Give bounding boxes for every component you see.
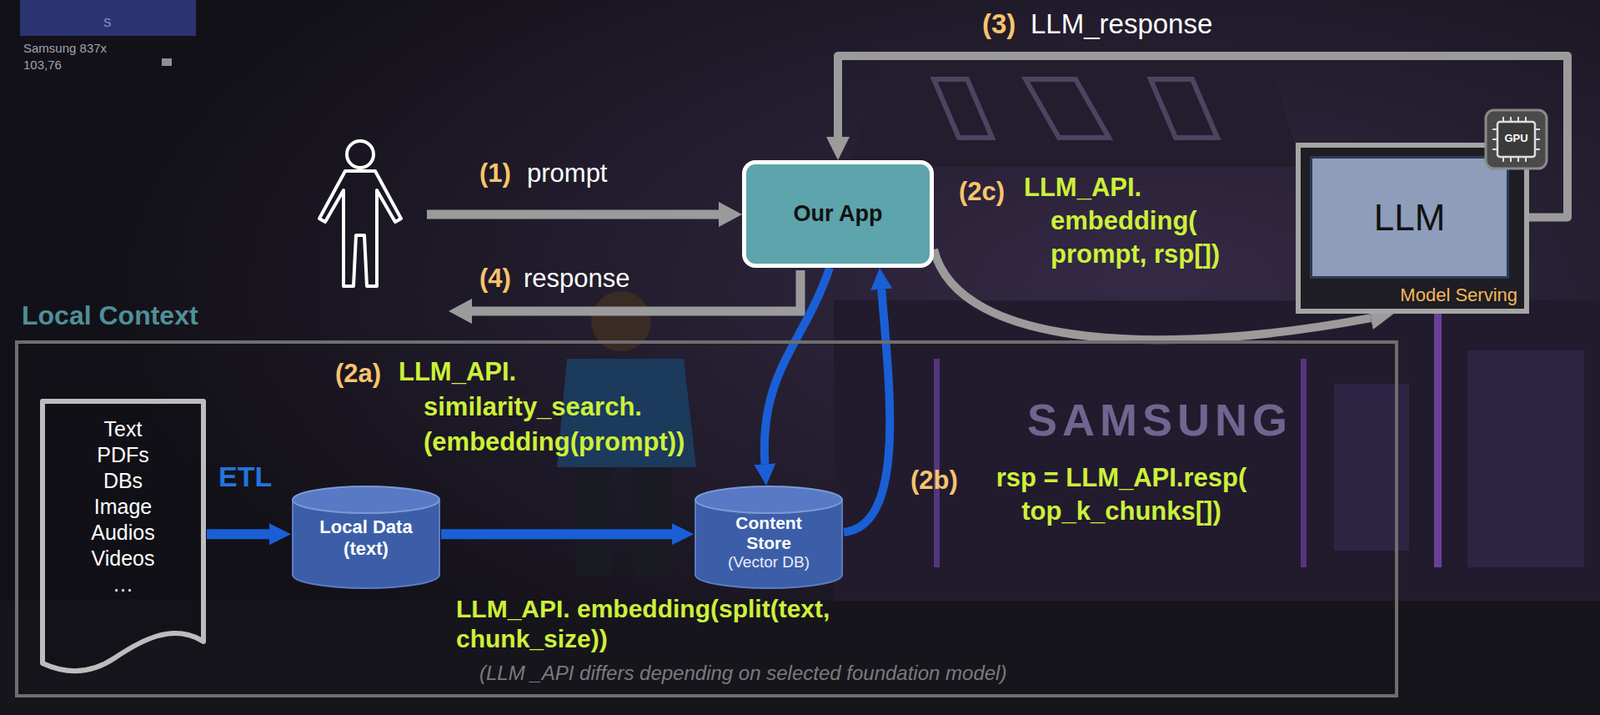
callout-number: (3) — [982, 8, 1016, 41]
callout-number: (2c) — [958, 176, 1005, 207]
label-holder: Samsung 837x — [23, 40, 107, 56]
avatar-leg — [633, 466, 672, 576]
connector-arrow — [441, 528, 673, 539]
cylinder-top — [292, 486, 440, 513]
edge-label: LLM_API. similarity_search. (embedding(p… — [398, 354, 716, 460]
cylinder-top — [695, 486, 843, 513]
neon-logo — [933, 79, 993, 138]
neon-strip — [1300, 358, 1307, 567]
database-cylinder: Content Store(Vector DB) — [693, 484, 844, 590]
edge-label: LLM_response — [1030, 8, 1213, 41]
document-list: Text PDFs DBs Image Audios Videos … — [87, 416, 160, 597]
region-heading: Local Context — [21, 300, 199, 332]
box-title: LLM — [1374, 196, 1446, 239]
database-subtitle: (Vector DB) — [727, 552, 810, 572]
box-title: Our App — [793, 200, 883, 227]
corner-letter: S — [103, 15, 111, 30]
label-holder: prompt — [526, 158, 607, 189]
document-shape: Text PDFs DBs Image Audios Videos … — [39, 397, 207, 674]
connector-arrow — [843, 289, 890, 532]
label-holder: LLM_API. similarity_search. (embedding(p… — [398, 354, 716, 460]
coordinates: 103,76 — [23, 57, 62, 72]
gpu-chip — [1497, 121, 1535, 157]
connector-arrow — [764, 267, 830, 464]
database-title: Local Data (text) — [315, 516, 417, 560]
label-holder: SAMSUNG — [1027, 393, 1293, 446]
chip-label: GPU — [1497, 131, 1535, 145]
building-upper — [850, 50, 1301, 167]
status-icon — [161, 58, 172, 66]
label-holder: 103,76 — [23, 57, 62, 72]
context-region: Local ContextText PDFs DBs Image Audios … — [15, 340, 1399, 698]
sign-text: SAMSUNG — [1027, 393, 1293, 446]
label-holder: GPU — [1497, 131, 1535, 145]
flow-label: response — [523, 263, 631, 294]
document-outline-path — [42, 401, 204, 671]
edge-label: LLM_API. embedding(split(text, chunk_siz… — [456, 593, 923, 654]
database-title: Content Store — [722, 512, 815, 553]
avatar-leg — [575, 466, 613, 576]
label-holder: (3) — [982, 8, 1016, 41]
top-panel — [20, 0, 196, 36]
response-arrow — [470, 270, 801, 311]
building-lower — [833, 300, 1600, 601]
label-holder: LLM_API. embedding(split(text, chunk_siz… — [456, 593, 923, 654]
building-window — [1467, 350, 1585, 567]
label-holder: LLM_API. embedding( prompt, rsp[]) — [1023, 170, 1274, 271]
label-holder: (4) — [479, 263, 512, 294]
avatar-shirt — [556, 358, 697, 467]
callout-number: (2a) — [335, 358, 382, 389]
flow-label: prompt — [526, 158, 607, 189]
gpu-icon — [1485, 110, 1547, 169]
label-holder: (2b) — [910, 465, 958, 496]
person-body — [319, 170, 402, 286]
scene-ground — [0, 600, 1600, 715]
model-serving-frame: Model Serving LLM — [1295, 142, 1530, 314]
prompt-arrowhead — [718, 201, 743, 227]
gpu-pins — [1492, 116, 1540, 162]
label-holder: (2a) — [335, 358, 382, 389]
neon-strip — [933, 358, 940, 567]
neon-logo — [1025, 79, 1109, 138]
database-cylinder: Local Data (text) — [290, 484, 442, 590]
person-head — [346, 140, 374, 168]
label-holder: ETL — [218, 460, 272, 493]
callout-number: (1) — [479, 158, 512, 189]
edge-label: rsp = LLM_API.resp( top_k_chunks[]) — [983, 461, 1259, 528]
label-holder: (LLM _API differs depending on selected … — [479, 661, 1007, 685]
text-holder: Local Context — [21, 300, 199, 332]
label-holder: S — [103, 15, 111, 30]
text-holder: Model Serving — [1399, 284, 1518, 306]
edge-label: ETL — [218, 460, 272, 493]
response-arrowhead — [448, 298, 472, 324]
frame-caption: Model Serving — [1399, 284, 1518, 306]
app-box: Our App — [742, 160, 934, 268]
neon-logo — [1150, 79, 1218, 138]
callout-number: (4) — [479, 263, 512, 294]
label-holder: (2c) — [958, 176, 1005, 207]
label-holder: LLM_response — [1030, 8, 1213, 41]
edge-label: LLM_API. embedding( prompt, rsp[]) — [1023, 170, 1274, 271]
label-holder: (1) — [479, 158, 512, 189]
device-name: Samsung 837x — [23, 40, 107, 56]
footnote: (LLM _API differs depending on selected … — [479, 661, 1007, 685]
prompt-arrow — [426, 210, 721, 220]
llm-box: LLM — [1309, 155, 1510, 279]
label-holder: response — [523, 263, 631, 294]
label-holder: rsp = LLM_API.resp( top_k_chunks[]) — [983, 461, 1259, 528]
callout-number: (2b) — [910, 465, 958, 496]
connector-arrow — [206, 528, 270, 539]
